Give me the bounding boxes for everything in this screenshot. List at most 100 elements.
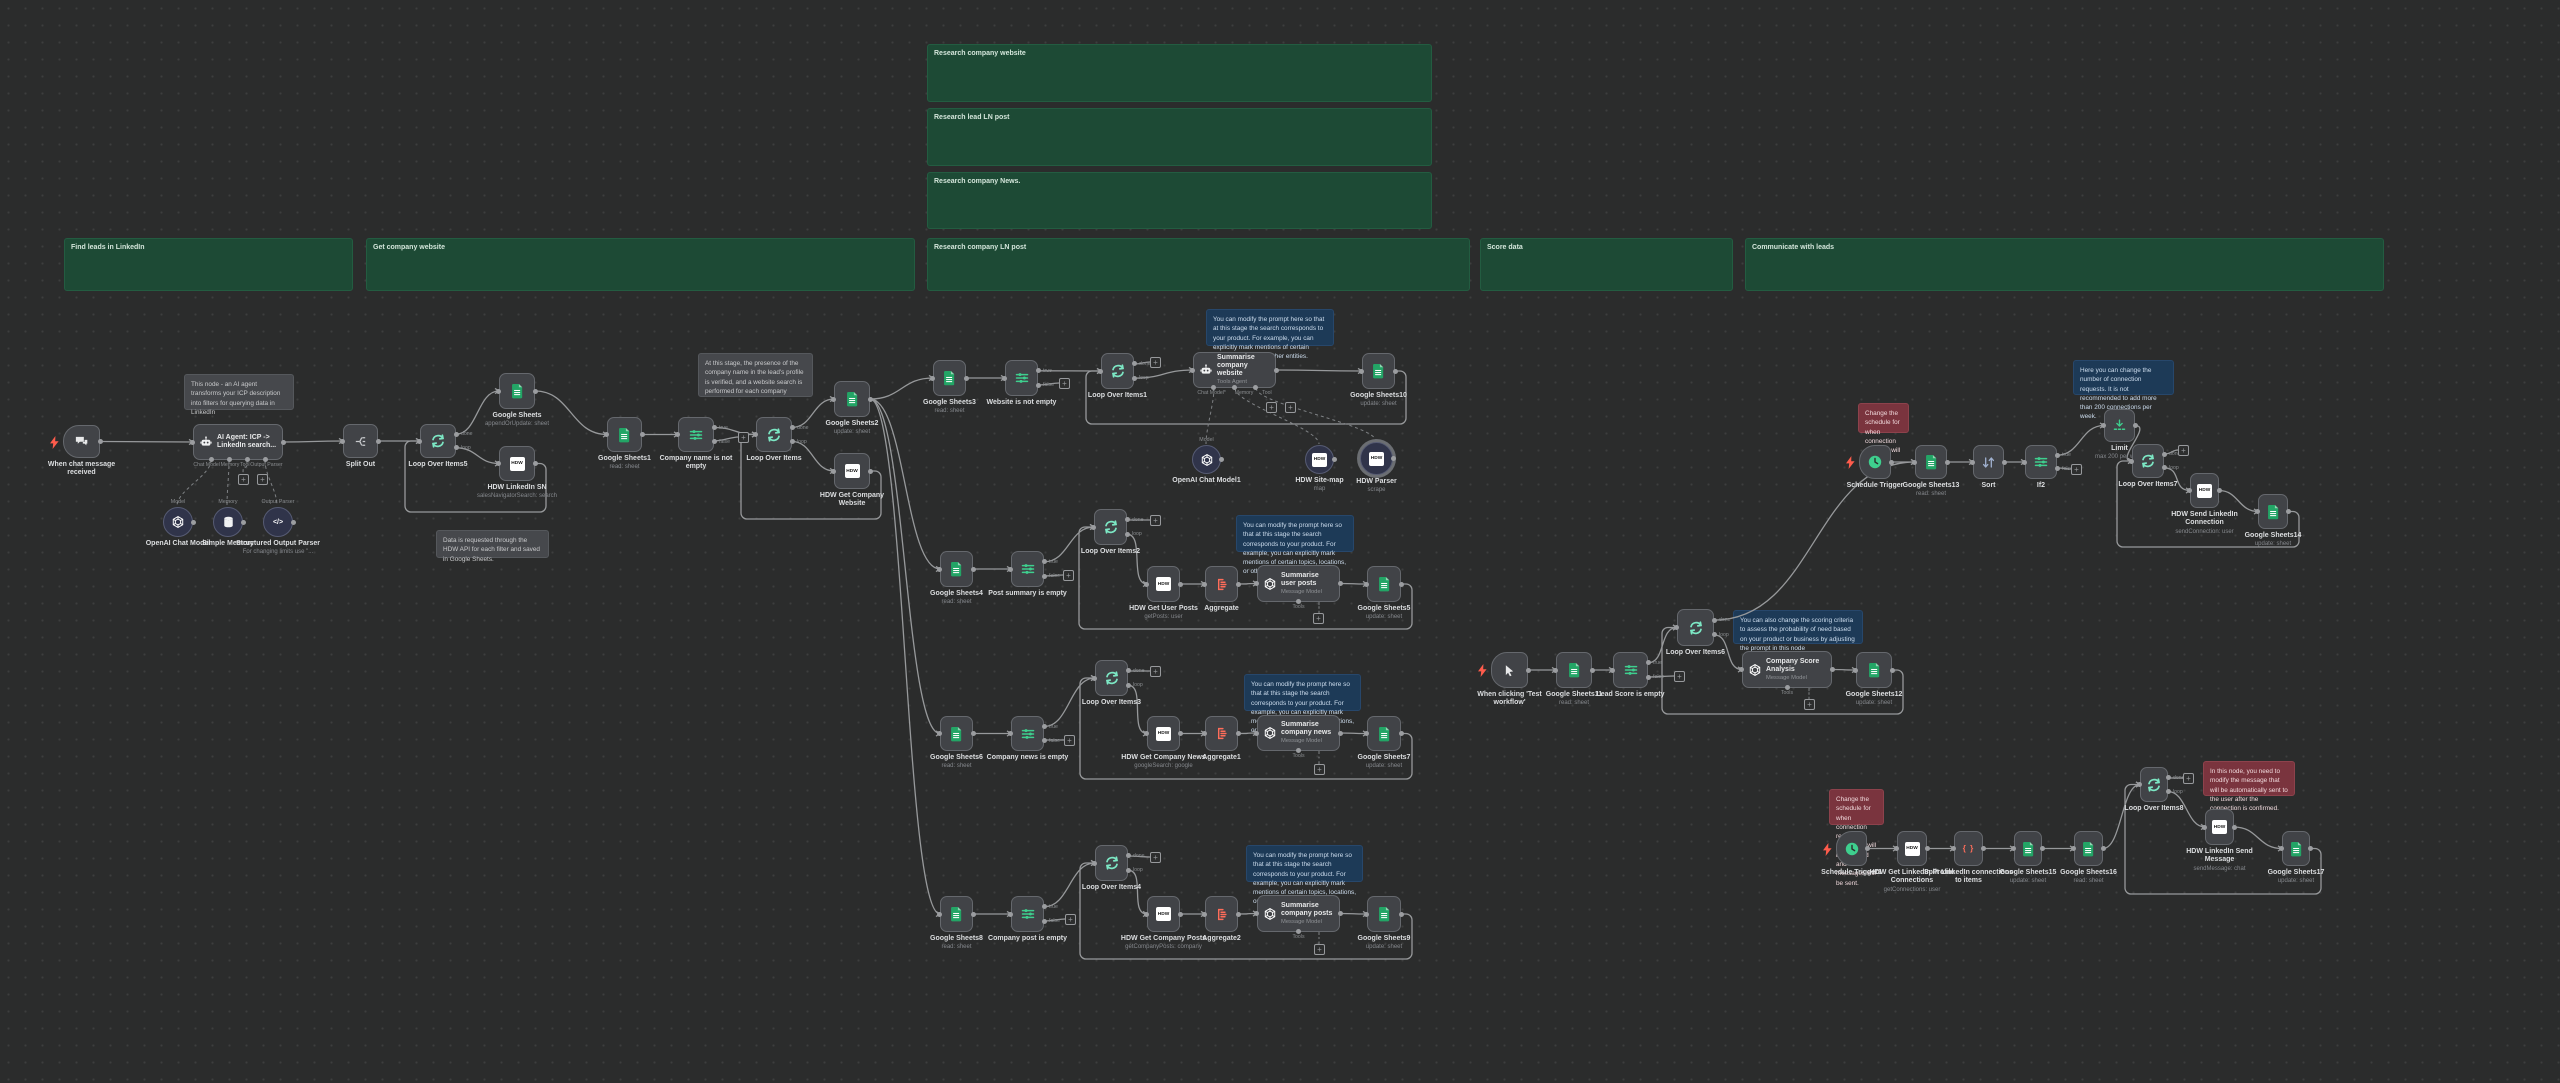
add-node-button[interactable]: +: [1266, 402, 1277, 413]
port-input[interactable]: [1610, 667, 1615, 673]
port-input[interactable]: [1202, 581, 1207, 587]
port-input[interactable]: [1144, 581, 1149, 587]
node-loop3[interactable]: [1095, 660, 1128, 696]
port-output[interactable]: [454, 431, 459, 437]
port-output[interactable]: [2002, 459, 2007, 465]
port-input[interactable]: [937, 731, 942, 736]
node-hdw_sn[interactable]: HDW: [499, 446, 535, 481]
port-output[interactable]: [1399, 731, 1404, 736]
port-output[interactable]: [1125, 517, 1130, 523]
port-output[interactable]: [2055, 452, 2060, 458]
port-output[interactable]: [1126, 682, 1131, 688]
port-input[interactable]: [1359, 368, 1364, 374]
port-output[interactable]: [1178, 911, 1183, 917]
port-output[interactable]: [1399, 581, 1404, 587]
port-output[interactable]: [291, 519, 296, 525]
add-node-button[interactable]: +: [1150, 666, 1161, 677]
port-output[interactable]: [1236, 581, 1241, 587]
node-loop7[interactable]: [2132, 444, 2164, 478]
port-output[interactable]: [1178, 581, 1183, 587]
port-input[interactable]: [1970, 459, 1975, 465]
port-output[interactable]: [2166, 775, 2171, 780]
port-input[interactable]: [2022, 459, 2027, 465]
port-input[interactable]: [1364, 911, 1369, 917]
node-split_out[interactable]: [343, 424, 378, 458]
port-output[interactable]: [712, 439, 717, 444]
node-agg1[interactable]: [1205, 716, 1238, 751]
port-output[interactable]: [1274, 367, 1279, 373]
port-output[interactable]: [971, 911, 976, 917]
port-output[interactable]: [1036, 382, 1041, 388]
port-output[interactable]: [1042, 738, 1047, 743]
node-sheets16[interactable]: [2074, 831, 2103, 866]
port-output[interactable]: [1042, 724, 1047, 729]
port-output[interactable]: [1036, 368, 1041, 374]
port-bottom[interactable]: [208, 457, 214, 462]
add-node-button[interactable]: +: [1313, 613, 1324, 624]
port-input[interactable]: [1202, 731, 1207, 736]
node-hdw_getconn[interactable]: HDW: [1897, 831, 1927, 866]
node-loop2[interactable]: [1094, 509, 1127, 545]
port-bottom[interactable]: [1784, 685, 1790, 690]
port-output[interactable]: [640, 432, 645, 437]
port-output[interactable]: [1332, 457, 1337, 462]
port-input[interactable]: [2187, 488, 2192, 493]
port-output[interactable]: [790, 425, 795, 430]
node-name_filter[interactable]: [678, 417, 714, 452]
port-output[interactable]: [1126, 853, 1131, 859]
port-output[interactable]: [1126, 867, 1131, 873]
port-output[interactable]: [868, 468, 873, 474]
add-node-button[interactable]: +: [2178, 445, 2189, 456]
port-output[interactable]: [2040, 846, 2045, 851]
port-input[interactable]: [831, 396, 836, 402]
port-output[interactable]: [1391, 456, 1396, 461]
sticky-note-note-company-check[interactable]: At this stage, the presence of the compa…: [698, 353, 813, 397]
sticky-note-find-leads-in-linkedin[interactable]: Find leads in LinkedIn: [64, 238, 353, 291]
port-input[interactable]: [1091, 524, 1096, 530]
port-bottom[interactable]: [1296, 599, 1301, 604]
port-output[interactable]: [2162, 451, 2167, 457]
port-output[interactable]: [98, 439, 103, 444]
port-bottom[interactable]: [1232, 385, 1237, 390]
port-input[interactable]: [2011, 846, 2016, 851]
node-hdw_userposts[interactable]: HDW: [1147, 566, 1180, 602]
node-loop4[interactable]: [1095, 845, 1128, 881]
port-output[interactable]: [1830, 667, 1835, 672]
node-lead_filter[interactable]: [1613, 652, 1648, 688]
port-bottom[interactable]: [244, 457, 250, 462]
port-input[interactable]: [831, 468, 836, 474]
port-input[interactable]: [1008, 911, 1013, 917]
port-input[interactable]: [1008, 566, 1013, 572]
sticky-note-note-schedule-2[interactable]: Change the schedule for when connection …: [1829, 789, 1884, 887]
sticky-note-research-company-news[interactable]: Research company News.: [927, 172, 1432, 229]
add-node-button[interactable]: +: [2183, 773, 2194, 784]
node-parser0[interactable]: </>: [263, 507, 293, 537]
node-split_conn[interactable]: { }: [1954, 831, 1983, 866]
port-input[interactable]: [937, 566, 942, 572]
port-input[interactable]: [1002, 375, 1007, 381]
sticky-note-note-prompt-1[interactable]: You can modify the prompt here so that a…: [1206, 309, 1334, 360]
node-loop1[interactable]: [1101, 353, 1134, 389]
node-post_filter[interactable]: [1011, 551, 1044, 587]
sticky-note-note-ai-agent[interactable]: This node - an AI agent transforms your …: [184, 374, 294, 416]
port-input[interactable]: [417, 438, 422, 444]
port-output[interactable]: [1981, 846, 1986, 851]
port-output[interactable]: [1126, 668, 1131, 674]
port-input[interactable]: [1894, 846, 1899, 851]
port-output[interactable]: [281, 439, 286, 445]
port-input[interactable]: [1092, 860, 1097, 866]
port-output[interactable]: [1890, 667, 1895, 673]
port-input[interactable]: [1098, 368, 1103, 374]
node-web_filter[interactable]: [1005, 360, 1038, 396]
port-input[interactable]: [496, 461, 501, 466]
port-output[interactable]: [1236, 731, 1241, 736]
node-agg[interactable]: [1205, 566, 1238, 602]
port-input[interactable]: [1254, 911, 1259, 916]
port-output[interactable]: [1132, 361, 1137, 367]
add-node-button[interactable]: +: [1063, 570, 1074, 581]
port-output[interactable]: [2055, 466, 2060, 472]
sticky-note-note-message[interactable]: In this node, you need to modify the mes…: [2203, 761, 2295, 812]
port-input[interactable]: [604, 432, 609, 437]
port-input[interactable]: [930, 375, 935, 381]
